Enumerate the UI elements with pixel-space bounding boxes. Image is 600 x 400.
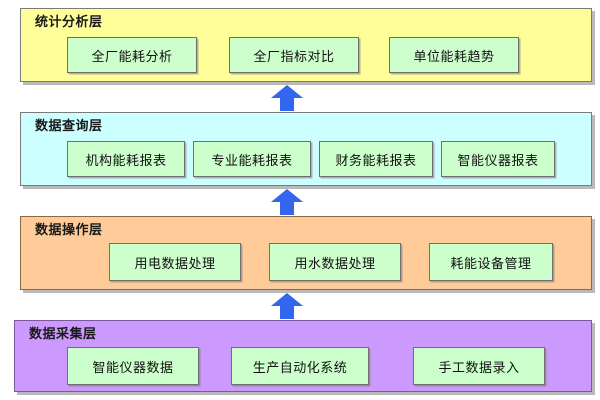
layer-title-data-query: 数据查询层: [35, 119, 103, 134]
node-danwei-nenghao-qushi[interactable]: 单位能耗趋势: [389, 37, 519, 73]
node-shengchan-zidonghua-xitong[interactable]: 生产自动化系统: [231, 347, 369, 385]
node-yongdian-shuju-chuli[interactable]: 用电数据处理: [109, 243, 241, 281]
layer-title-statistical-analysis: 统计分析层: [35, 15, 103, 30]
node-quanchang-nenghao-fenxi[interactable]: 全厂能耗分析: [67, 37, 197, 73]
arrow-operation-to-query-icon: [270, 189, 304, 215]
layer-panel-data-query[interactable]: 数据查询层 机构能耗报表 专业能耗报表 财务能耗报表 智能仪器报表: [20, 112, 592, 186]
node-zhineng-yiqi-baobiao[interactable]: 智能仪器报表: [441, 141, 555, 177]
node-quanchang-zhibiao-duibi[interactable]: 全厂指标对比: [229, 37, 359, 73]
node-jigou-nenghao-baobiao[interactable]: 机构能耗报表: [67, 141, 185, 177]
node-shougong-shuju-luru[interactable]: 手工数据录入: [413, 347, 545, 385]
node-yongshui-shuju-chuli[interactable]: 用水数据处理: [269, 243, 401, 281]
layer-panel-data-acquisition[interactable]: 数据采集层 智能仪器数据 生产自动化系统 手工数据录入: [14, 320, 592, 392]
node-zhuanye-nenghao-baobiao[interactable]: 专业能耗报表: [193, 141, 311, 177]
layer-title-data-acquisition: 数据采集层: [29, 327, 97, 342]
layer-panel-statistical-analysis[interactable]: 统计分析层 全厂能耗分析 全厂指标对比 单位能耗趋势: [20, 8, 592, 82]
arrow-acquisition-to-operation-icon: [270, 293, 304, 319]
layer-title-data-operation: 数据操作层: [35, 223, 103, 238]
node-zhineng-yiqi-shuju[interactable]: 智能仪器数据: [67, 347, 199, 385]
layer-panel-data-operation[interactable]: 数据操作层 用电数据处理 用水数据处理 耗能设备管理: [20, 216, 592, 290]
arrow-query-to-analysis-icon: [270, 85, 304, 111]
node-caiwu-nenghao-baobiao[interactable]: 财务能耗报表: [319, 141, 433, 177]
node-haoneng-shebei-guanli[interactable]: 耗能设备管理: [429, 243, 553, 281]
